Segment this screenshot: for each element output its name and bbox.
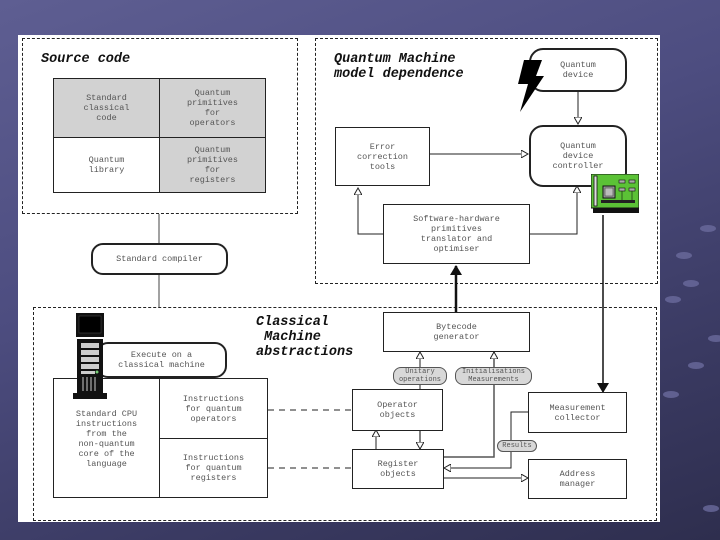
background-dot [688,362,704,369]
quantum-machine-title: Quantum Machine model dependence [334,52,464,82]
execute-classical-node: Execute on a classical machine [96,342,227,378]
standard-classical-code-cell: Standard classical code [53,78,160,138]
sw-hw-translator-node: Software-hardware primitives translator … [383,204,530,264]
background-dot [683,280,699,287]
quantum-device-node: Quantum device [529,48,627,92]
standard-compiler-node: Standard compiler [91,243,228,275]
background-dot [703,505,719,512]
address-manager-node: Address manager [528,459,627,499]
source-code-region [22,38,298,214]
initialisations-measurements-label: Initialisations Measurements [455,367,532,385]
background-dot [676,252,692,259]
edge-translator-to-controller [530,186,577,235]
edge-translator-to-error [358,188,383,235]
background-dot [663,391,679,398]
register-objects-node: Register objects [352,449,444,489]
quantum-library-cell: Quantum library [53,137,160,193]
quantum-machine-region [315,38,658,284]
measurement-collector-node: Measurement collector [528,392,627,433]
error-correction-tools-node: Error correction tools [335,127,430,186]
computer-tower-icon [73,313,107,399]
unitary-operations-label: Unitary operations [393,367,447,385]
bytecode-generator-node: Bytecode generator [383,312,530,352]
instructions-quantum-operators-cell: Instructions for quantum operators [159,378,268,439]
source-code-title: Source code [41,52,131,67]
background-dot [708,335,720,342]
quantum-primitives-registers-cell: Quantum primitives for registers [159,137,266,193]
operator-objects-node: Operator objects [352,389,443,431]
quantum-primitives-operators-cell: Quantum primitives for operators [159,78,266,138]
classical-machine-title: Classical Machine abstractions [256,315,354,360]
background-dot [665,296,681,303]
results-label: Results [497,440,537,452]
instructions-quantum-registers-cell: Instructions for quantum registers [159,438,268,498]
classical-machine-region [33,307,657,521]
lightning-bolt-icon [518,60,544,112]
circuit-board-icon [591,174,639,213]
background-dot [700,225,716,232]
edge-register-to-bytecode [443,352,494,458]
